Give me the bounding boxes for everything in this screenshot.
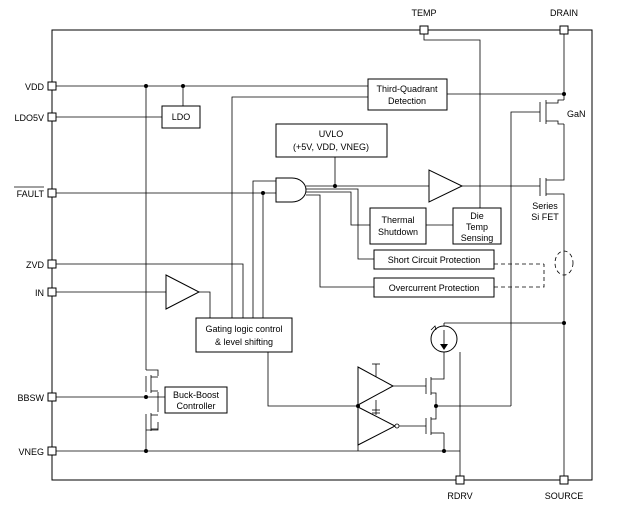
- third-quadrant-label-line1: Third-Quadrant: [376, 84, 438, 94]
- pin-fault: [47, 188, 57, 198]
- series-fet-label-line2: Si FET: [531, 212, 559, 222]
- third-quadrant-detection-block: Third-Quadrant Detection: [367, 78, 448, 111]
- buck-boost-switch-fets: [145, 375, 158, 431]
- short-circuit-label: Short Circuit Protection: [388, 255, 481, 265]
- uvlo-label-line1: UVLO: [319, 129, 344, 139]
- thermal-label-line2: Shutdown: [378, 227, 418, 237]
- current-source-symbol: [430, 325, 458, 353]
- pin-source-label: SOURCE: [545, 491, 584, 501]
- output-stage-fets: [425, 377, 445, 435]
- pin-rdrv: [455, 475, 465, 485]
- gating-label-line2: & level shifting: [215, 337, 273, 347]
- pin-drain: [559, 25, 569, 35]
- buck-boost-label-line1: Buck-Boost: [173, 390, 220, 400]
- pins-top: TEMP DRAIN: [411, 8, 578, 35]
- pin-bbsw-label: BBSW: [17, 393, 44, 403]
- input-buffer: [165, 274, 201, 310]
- short-circuit-protection-block: Short Circuit Protection: [373, 249, 495, 270]
- gate-driver-top: [357, 366, 395, 406]
- die-temp-label-line1: Die: [470, 211, 484, 221]
- buck-boost-controller-block: Buck-Boost Controller: [164, 386, 228, 414]
- pin-bbsw: [47, 392, 57, 402]
- thermal-label-line1: Thermal: [381, 215, 414, 225]
- pin-zvd: [47, 259, 57, 269]
- uvlo-label-line2: (+5V, VDD, VNEG): [293, 142, 369, 152]
- and-gate: [275, 177, 307, 203]
- pin-rdrv-label: RDRV: [447, 491, 472, 501]
- fault-driver-buffer: [428, 169, 464, 203]
- gate-driver-bottom: [357, 406, 397, 446]
- die-temp-sensing-block: Die Temp Sensing: [452, 207, 502, 245]
- wiring: [52, 33, 565, 478]
- buck-boost-label-line2: Controller: [176, 401, 215, 411]
- pin-zvd-label: ZVD: [26, 260, 45, 270]
- uvlo-block: UVLO (+5V, VDD, VNEG): [275, 123, 388, 158]
- die-temp-label-line3: Sensing: [461, 233, 494, 243]
- pin-vneg-label: VNEG: [18, 447, 44, 457]
- gating-label-line1: Gating logic control: [205, 324, 282, 334]
- thermal-shutdown-block: Thermal Shutdown: [369, 207, 427, 245]
- protection-sense-paths: [494, 250, 574, 288]
- overcurrent-protection-block: Overcurrent Protection: [373, 277, 495, 298]
- pin-in-label: IN: [35, 288, 44, 298]
- pin-ldo5v-label: LDO5V: [14, 113, 44, 123]
- gan-fet-symbol: GaN: [539, 99, 586, 125]
- third-quadrant-label-line2: Detection: [388, 96, 426, 106]
- pin-vdd-label: VDD: [25, 82, 45, 92]
- ldo-label: LDO: [172, 112, 191, 122]
- series-si-fet-symbol: Series Si FET: [531, 178, 565, 222]
- gan-label: GaN: [567, 109, 586, 119]
- ldo-block: LDO: [161, 105, 201, 129]
- pin-ldo5v: [47, 112, 57, 122]
- inverter-bubble: [394, 423, 400, 429]
- junctions: [144, 84, 566, 453]
- series-fet-label-line1: Series: [532, 201, 558, 211]
- die-temp-label-line2: Temp: [466, 222, 488, 232]
- pin-temp-label: TEMP: [411, 8, 436, 18]
- pins-left: VDD LDO5V FAULT ZVD IN BBSW VNEG: [14, 81, 57, 457]
- pin-vdd: [47, 81, 57, 91]
- overcurrent-label: Overcurrent Protection: [389, 283, 480, 293]
- pin-drain-label: DRAIN: [550, 8, 578, 18]
- gating-logic-block: Gating logic control & level shifting: [195, 317, 293, 353]
- pins-bottom: RDRV SOURCE: [447, 475, 584, 501]
- pin-in: [47, 287, 57, 297]
- package-outline: [51, 29, 593, 481]
- pin-temp: [419, 25, 429, 35]
- pin-vneg: [47, 446, 57, 456]
- pin-source: [559, 475, 569, 485]
- pin-fault-label: FAULT: [17, 189, 45, 199]
